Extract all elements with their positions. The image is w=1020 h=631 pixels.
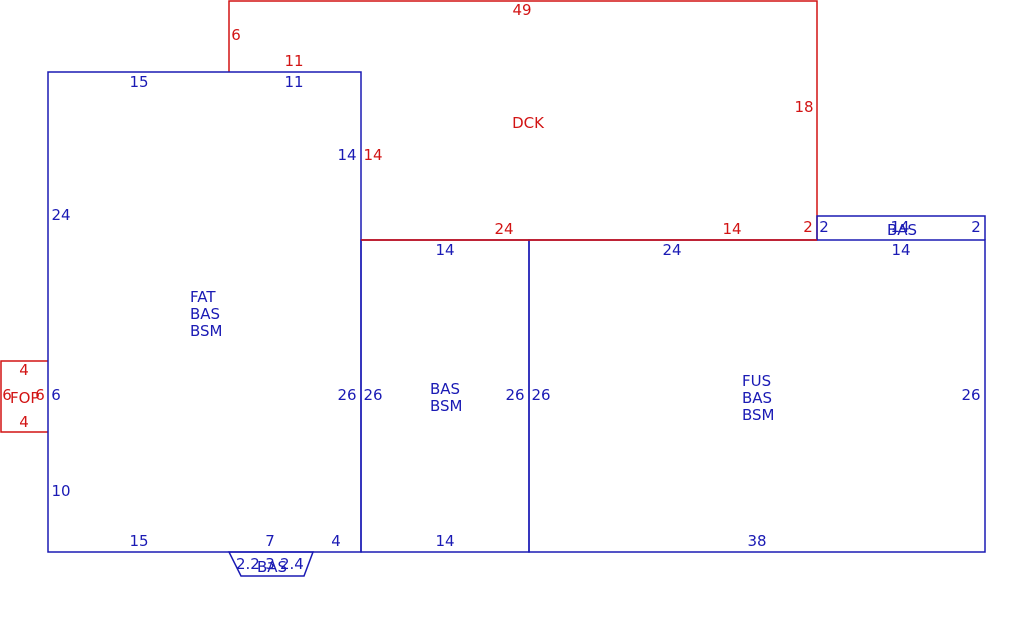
dim-deck-bottom-a: 24 xyxy=(494,220,513,238)
dim-deck-bottom-b: 14 xyxy=(722,220,741,238)
dim-right-left: 26 xyxy=(531,386,550,404)
deck-label: DCK xyxy=(512,114,545,132)
dim-left-bottom-a: 15 xyxy=(129,532,148,550)
dim-deck-right: 18 xyxy=(794,98,813,116)
dim-porch-right: 6 xyxy=(35,386,45,404)
dim-deck-notch-top: 11 xyxy=(284,52,303,70)
dim-strip-left: 2 xyxy=(819,218,829,236)
porch-label: FOP xyxy=(10,389,39,407)
dim-middle-right: 26 xyxy=(505,386,524,404)
right-strip-outline xyxy=(816,215,986,240)
dim-left-left-upper: 24 xyxy=(51,206,70,224)
left-block-label-2: BAS xyxy=(190,305,220,323)
dim-deck-top: 49 xyxy=(512,1,531,19)
middle-block-label-2: BSM xyxy=(430,397,463,415)
left-block-label-3: BSM xyxy=(190,322,223,340)
dim-left-right-side: 26 xyxy=(337,386,356,404)
dim-strip-right: 2 xyxy=(971,218,981,236)
middle-block-label-1: BAS xyxy=(430,380,460,398)
dim-right-top-b: 14 xyxy=(891,241,910,259)
dim-middle-bottom: 14 xyxy=(435,532,454,550)
dim-bay-right: 2.4 xyxy=(280,555,304,573)
dim-porch-bottom: 4 xyxy=(19,413,29,431)
dim-right-top-a: 24 xyxy=(662,241,681,259)
right-block-label-1: FUS xyxy=(742,372,771,390)
dim-porch-top: 4 xyxy=(19,361,29,379)
dim-deck-right-end: 2 xyxy=(803,218,813,236)
dim-bay-left: 2.2 xyxy=(236,555,260,573)
dim-deck-inner-left: 14 xyxy=(363,146,382,164)
dim-left-left-mid: 6 xyxy=(51,386,61,404)
bay-outline xyxy=(227,551,315,577)
dim-left-top-b: 11 xyxy=(284,73,303,91)
porch-outline xyxy=(0,360,48,433)
dim-deck-left: 6 xyxy=(231,26,241,44)
dim-strip-top: 14 xyxy=(890,218,909,236)
dim-left-right: 14 xyxy=(337,146,356,164)
dim-left-left-lower: 10 xyxy=(51,482,70,500)
dim-left-top-a: 15 xyxy=(129,73,148,91)
dim-porch-left: 6 xyxy=(2,386,12,404)
left-block-label-1: FAT xyxy=(190,288,216,306)
right-block-label-2: BAS xyxy=(742,389,772,407)
dim-right-bottom: 38 xyxy=(747,532,766,550)
dim-bay-mid: 3 xyxy=(265,555,275,573)
bay-label: BAS xyxy=(257,558,287,576)
dim-middle-top: 14 xyxy=(435,241,454,259)
dim-left-bottom-c: 4 xyxy=(331,532,341,550)
dim-right-right: 26 xyxy=(961,386,980,404)
dim-middle-left: 26 xyxy=(363,386,382,404)
dim-left-bottom-b: 7 xyxy=(265,532,275,550)
right-block-label-3: BSM xyxy=(742,406,775,424)
right-strip-label: BAS xyxy=(887,221,917,239)
